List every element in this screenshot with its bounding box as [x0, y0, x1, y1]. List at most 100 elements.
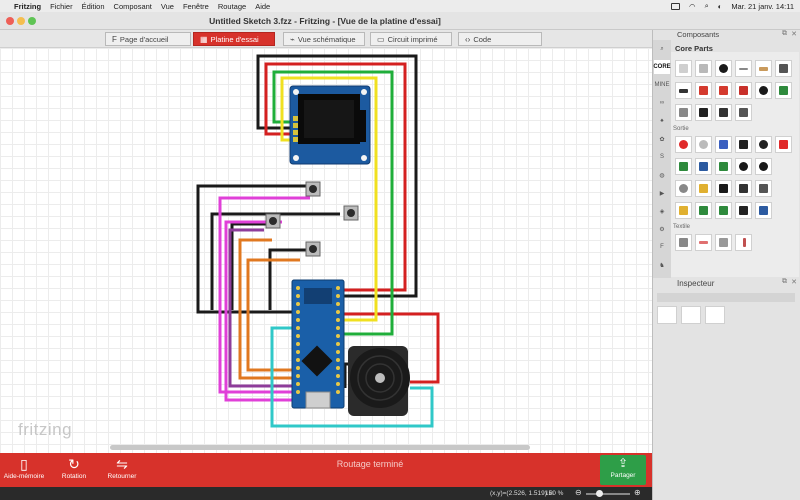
part-neopixel[interactable]: [735, 136, 752, 153]
zoom-slider-handle[interactable]: [596, 490, 603, 497]
tab-home-label: Page d'accueil: [119, 34, 169, 44]
tab-schematic[interactable]: ⌁ Vue schématique: [283, 32, 365, 46]
fab-bin-icon[interactable]: ⚙: [659, 226, 665, 233]
intel-bin-icon[interactable]: ◍: [659, 172, 665, 179]
flip-label: Retourner: [107, 473, 137, 480]
part-red-board-2[interactable]: [715, 82, 732, 99]
arduino-nano: [291, 279, 345, 409]
arduino-bin-icon[interactable]: ∞: [659, 100, 665, 106]
tab-pcb[interactable]: ▭ Circuit imprimé: [370, 32, 452, 46]
part-lcd[interactable]: [675, 158, 692, 175]
menu-fenetre[interactable]: Fenêtre: [182, 1, 209, 11]
part-motor[interactable]: [675, 180, 692, 197]
part-chip[interactable]: [715, 104, 732, 121]
part-motor-2[interactable]: [695, 180, 712, 197]
part-wire[interactable]: [735, 60, 752, 77]
f4-bin-icon[interactable]: F: [660, 244, 664, 250]
part-textile-1[interactable]: [675, 234, 692, 251]
part-textile-3[interactable]: [715, 234, 732, 251]
bin-tab-strip: ⌕ CORE MINE ∞ ♠ ✿ S ◍ ▶ ◈ ⚙ F ♞: [653, 40, 671, 278]
part-7segment[interactable]: [775, 136, 792, 153]
seeed-bin-icon[interactable]: ✿: [659, 136, 665, 143]
part-lcd-small[interactable]: [715, 158, 732, 175]
part-textile-4[interactable]: [735, 234, 752, 251]
menu-fichier[interactable]: Fichier: [50, 1, 73, 11]
search-icon[interactable]: ⌕: [704, 1, 709, 10]
close-window-button[interactable]: [6, 17, 14, 25]
tab-home[interactable]: F Page d'accueil: [105, 32, 191, 46]
part-green-board[interactable]: [775, 82, 792, 99]
minimize-window-button[interactable]: [17, 17, 25, 25]
part-red-board-1[interactable]: [695, 82, 712, 99]
flip-button[interactable]: ⇋ Retourner: [98, 455, 146, 485]
zoom-slider[interactable]: [586, 493, 630, 495]
breadboard-canvas[interactable]: fritzing: [0, 48, 652, 453]
menu-composant[interactable]: Composant: [113, 1, 152, 11]
part-led-red[interactable]: [675, 136, 692, 153]
share-button[interactable]: ⇪ Partager: [600, 455, 646, 485]
part-shield-3[interactable]: [735, 202, 752, 219]
menu-edition[interactable]: Édition: [81, 1, 105, 11]
menu-routage[interactable]: Routage: [217, 1, 247, 11]
playground-bin-icon[interactable]: ▶: [659, 190, 665, 197]
bin-tab-mine[interactable]: MINE: [654, 82, 670, 88]
pushbutton-1: [305, 181, 321, 197]
zoom-window-button[interactable]: [28, 17, 36, 25]
part-led-rgb[interactable]: [695, 136, 712, 153]
part-resistor[interactable]: [755, 60, 772, 77]
menu-aide[interactable]: Aide: [255, 1, 271, 11]
zoom-level[interactable]: 150 %: [545, 490, 564, 497]
microcontroller-bin-icon[interactable]: ◈: [659, 208, 665, 215]
memo-button[interactable]: ▯ Aide-mémoire: [0, 455, 48, 485]
part-breadboard[interactable]: [675, 60, 692, 77]
parts-search-icon[interactable]: ⌕: [660, 45, 664, 52]
part-ic[interactable]: [735, 104, 752, 121]
note-icon: ▯: [20, 456, 28, 472]
inspector-close-icon[interactable]: ✕: [791, 279, 797, 286]
horizontal-scrollbar[interactable]: [110, 445, 530, 450]
part-led-matrix[interactable]: [715, 136, 732, 153]
rotate-button[interactable]: ↻ Rotation: [50, 455, 98, 485]
part-transistor[interactable]: [695, 104, 712, 121]
menu-vue[interactable]: Vue: [160, 1, 174, 11]
part-led-ring[interactable]: [755, 136, 772, 153]
sparkfun-bin-icon[interactable]: ♠: [660, 118, 664, 124]
part-red-board-3[interactable]: [735, 82, 752, 99]
zoom-out-icon[interactable]: ⊖: [575, 488, 582, 497]
part-textile-2[interactable]: [695, 234, 712, 251]
tab-code[interactable]: ‹› Code: [458, 32, 542, 46]
inspector-undock-icon[interactable]: ⧉: [782, 278, 787, 285]
part-header[interactable]: [675, 82, 692, 99]
part-shield-1[interactable]: [695, 202, 712, 219]
view-tab-bar: F Page d'accueil ▦ Platine d'essai ⌁ Vue…: [0, 30, 652, 48]
bin-tab-core[interactable]: CORE: [653, 60, 671, 74]
part-protoboard[interactable]: [695, 60, 712, 77]
circuit-drawing[interactable]: [0, 48, 652, 453]
tab-breadboard[interactable]: ▦ Platine d'essai: [193, 32, 275, 46]
wifi-icon[interactable]: ◠: [689, 1, 696, 11]
part-lcd-blue[interactable]: [695, 158, 712, 175]
part-shield-2[interactable]: [715, 202, 732, 219]
part-potentiometer[interactable]: [715, 60, 732, 77]
share-label: Partager: [610, 472, 636, 479]
panel-undock-icon[interactable]: ⧉: [782, 30, 787, 37]
part-servo[interactable]: [715, 180, 732, 197]
control-center-icon[interactable]: ◐: [717, 1, 723, 11]
battery-icon[interactable]: [671, 2, 681, 10]
part-switch[interactable]: [675, 104, 692, 121]
part-speaker[interactable]: [755, 158, 772, 175]
part-buzzer[interactable]: [735, 158, 752, 175]
part-capacitor[interactable]: [775, 60, 792, 77]
part-battery[interactable]: [675, 202, 692, 219]
snootlab-bin-icon[interactable]: S: [659, 154, 664, 160]
part-relay[interactable]: [755, 180, 772, 197]
menu-app-name[interactable]: Fritzing: [14, 1, 42, 11]
panel-close-icon[interactable]: ✕: [791, 31, 797, 38]
part-connector[interactable]: [755, 202, 772, 219]
part-stepper[interactable]: [735, 180, 752, 197]
zoom-in-icon[interactable]: ⊕: [634, 488, 641, 497]
animal-bin-icon[interactable]: ♞: [659, 262, 665, 269]
menubar-datetime[interactable]: Mar. 21 janv. 14:11: [731, 1, 794, 11]
part-sensor[interactable]: [755, 82, 772, 99]
home-page-icon: F: [112, 34, 117, 44]
